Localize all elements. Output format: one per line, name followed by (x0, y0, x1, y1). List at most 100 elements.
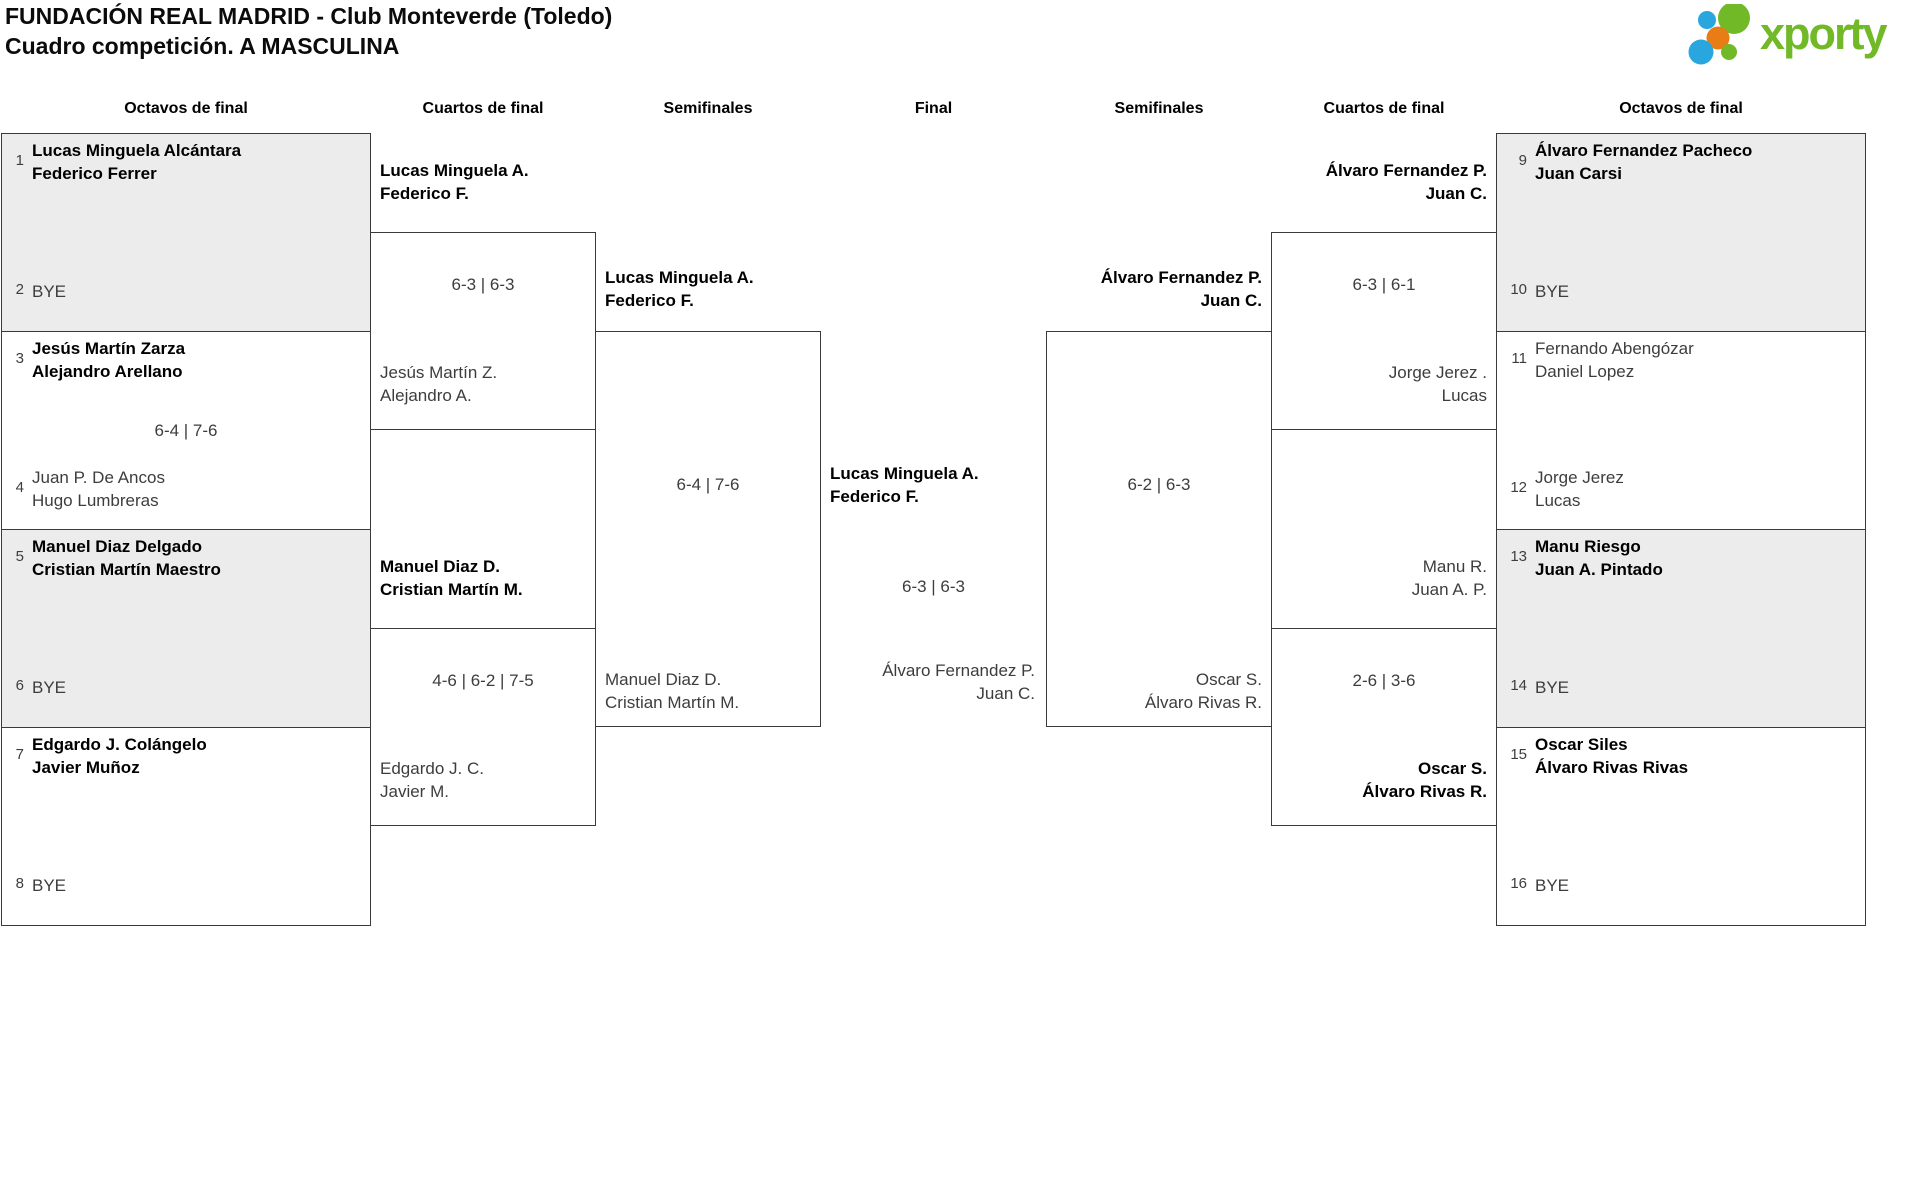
team-row: 16 BYE (1503, 874, 1569, 897)
octavos-match-box: 1 Lucas Minguela Alcántara Federico Ferr… (1, 133, 371, 332)
seed-number: 4 (15, 479, 24, 496)
seed-number: 3 (15, 350, 24, 367)
player-name: Manu Riesgo (1535, 537, 1641, 556)
team-top-name: Lucas Minguela A. Federico F. (605, 266, 754, 312)
match-score: 6-3 | 6-3 (901, 577, 965, 596)
player-name: Cristian Martín M. (380, 580, 523, 599)
player-name: Juan C. (1425, 184, 1487, 203)
seed-number: 2 (15, 281, 24, 298)
quarterfinal-match-box: Manu R. Juan A. P. 2-6 | 3-6 Oscar S. Ál… (1271, 557, 1497, 826)
player-name: Juan C. (1200, 291, 1262, 310)
player-name: Álvaro Fernandez P. (1325, 161, 1487, 180)
player-name: Oscar Siles (1535, 735, 1628, 754)
team-row: 14 BYE (1503, 676, 1569, 699)
team-top-name: Álvaro Fernandez P. Juan C. (1326, 159, 1487, 205)
player-name: Álvaro Rivas R. (1362, 782, 1487, 801)
player-name: Alejandro A. (380, 386, 472, 405)
player-name: Edgardo J. C. (380, 759, 484, 778)
xporty-logo: xporty (1686, 4, 1916, 70)
match-score: 6-4 | 7-6 (676, 475, 740, 494)
team-bottom-name: Manuel Diaz D. Cristian Martín M. (605, 668, 739, 714)
round-header-octavos-left: Octavos de final (124, 100, 248, 117)
bracket-subtitle: Cuadro competición. A MASCULINA (5, 33, 400, 59)
match-score: 2-6 | 3-6 (1352, 671, 1416, 690)
player-name: Edgardo J. Colángelo (32, 735, 207, 754)
player-name: Lucas Minguela A. (605, 268, 754, 287)
final-block: Lucas Minguela A. Federico F. 6-3 | 6-3 … (821, 331, 1046, 727)
team-top-name: Manuel Diaz D. Cristian Martín M. (380, 555, 523, 601)
player-name: Hugo Lumbreras (32, 491, 159, 510)
octavos-match-box: 5 Manuel Diaz Delgado Cristian Martín Ma… (1, 529, 371, 728)
octavos-match-box: 7 Edgardo J. Colángelo Javier Muñoz 8 BY… (1, 727, 371, 926)
round-header-semis-left: Semifinales (663, 100, 753, 117)
player-name: Jesús Martín Z. (380, 363, 498, 382)
team-row: 12 Jorge Jerez Lucas (1503, 466, 1624, 512)
player-name: Álvaro Rivas Rivas (1535, 758, 1689, 777)
seed-number: 11 (1511, 350, 1527, 367)
player-name: Daniel Lopez (1535, 362, 1635, 381)
team-row: 6 BYE (8, 676, 66, 699)
player-name: Lucas Minguela A. (380, 161, 529, 180)
team-row: 8 BYE (8, 874, 66, 897)
team-row: 9 Álvaro Fernandez Pacheco Juan Carsi (1503, 139, 1753, 185)
player-name: Juan Carsi (1535, 164, 1622, 183)
player-name: Álvaro Fernandez Pacheco (1535, 141, 1753, 160)
team-row: 11 Fernando Abengózar Daniel Lopez (1503, 337, 1694, 383)
match-score: 4-6 | 6-2 | 7-5 (432, 671, 534, 690)
match-score: 6-4 | 7-6 (154, 421, 218, 440)
player-name: Javier M. (380, 782, 449, 801)
player-name: Jesús Martín Zarza (32, 339, 186, 358)
player-name: Lucas Minguela Alcántara (32, 141, 242, 160)
team-bottom-name: Álvaro Fernandez P. Juan C. (882, 659, 1035, 705)
team-top-name: Lucas Minguela A. Federico F. (830, 462, 979, 508)
team-row: 5 Manuel Diaz Delgado Cristian Martín Ma… (8, 535, 221, 581)
team-row: 1 Lucas Minguela Alcántara Federico Ferr… (8, 139, 241, 185)
player-name: Lucas (1441, 386, 1487, 405)
seed-number: 12 (1510, 479, 1527, 496)
player-name: Juan A. P. (1411, 580, 1487, 599)
semifinal-match-box: Lucas Minguela A. Federico F. 6-4 | 7-6 … (595, 268, 821, 727)
octavos-match-box: 11 Fernando Abengózar Daniel Lopez 12 Jo… (1496, 331, 1866, 530)
seed-number: 6 (15, 677, 24, 694)
player-name: Manuel Diaz D. (380, 557, 500, 576)
player-name: Lucas (1535, 491, 1581, 510)
player-name: Manuel Diaz D. (605, 670, 722, 689)
round-header-octavos-right: Octavos de final (1619, 100, 1743, 117)
player-name: Juan A. Pintado (1535, 560, 1663, 579)
semifinal-match-box: Álvaro Fernandez P. Juan C. 6-2 | 6-3 Os… (1046, 268, 1272, 727)
team-bottom-name: Oscar S. Álvaro Rivas R. (1145, 668, 1262, 714)
tournament-title: FUNDACIÓN REAL MADRID - Club Monteverde … (5, 3, 613, 29)
octavos-match-box: 3 Jesús Martín Zarza Alejandro Arellano … (1, 331, 371, 530)
bye-label: BYE (32, 282, 67, 301)
player-name: Álvaro Fernandez P. (1100, 268, 1262, 287)
team-row: 2 BYE (8, 280, 66, 303)
team-row: 10 BYE (1503, 280, 1569, 303)
player-name: Federico F. (605, 291, 694, 310)
team-top-name: Lucas Minguela A. Federico F. (380, 159, 529, 205)
player-name: Cristian Martín Maestro (32, 560, 221, 579)
seed-number: 15 (1510, 746, 1527, 763)
seed-number: 14 (1510, 677, 1527, 694)
bye-label: BYE (32, 876, 67, 895)
player-name: Fernando Abengózar (1535, 339, 1694, 358)
seed-number: 10 (1510, 281, 1527, 298)
match-score: 6-3 | 6-3 (451, 275, 515, 294)
round-header-final: Final (914, 100, 953, 117)
team-top-name: Manu R. Juan A. P. (1412, 555, 1487, 601)
quarterfinal-match-box: Álvaro Fernandez P. Juan C. 6-3 | 6-1 Jo… (1271, 161, 1497, 430)
player-name: Juan C. (976, 684, 1035, 703)
team-row: 13 Manu Riesgo Juan A. Pintado (1503, 535, 1663, 581)
player-name: Federico Ferrer (32, 164, 157, 183)
seed-number: 9 (1518, 152, 1527, 169)
player-name: Jorge Jerez (1535, 468, 1624, 487)
team-bottom-name: Jorge Jerez . Lucas (1389, 361, 1487, 407)
player-name: Federico F. (380, 184, 469, 203)
team-row: 4 Juan P. De Ancos Hugo Lumbreras (8, 466, 165, 512)
player-name: Oscar S. (1195, 670, 1262, 689)
player-name: Álvaro Rivas R. (1144, 693, 1262, 712)
round-header-semis-right: Semifinales (1114, 100, 1204, 117)
seed-number: 16 (1510, 875, 1527, 892)
bye-label: BYE (1535, 876, 1570, 895)
logo-text: xporty (1760, 8, 1888, 59)
player-name: Juan P. De Ancos (32, 468, 165, 487)
